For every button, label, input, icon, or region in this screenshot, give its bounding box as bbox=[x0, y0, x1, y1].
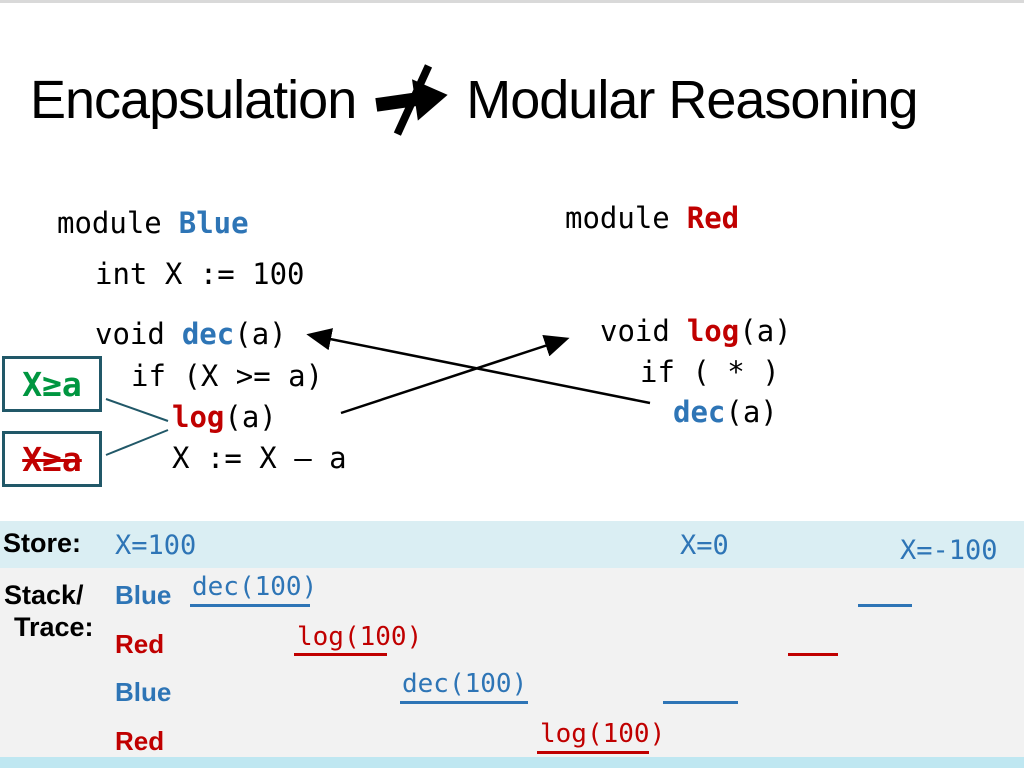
blue-module-header: module Blue bbox=[57, 206, 249, 240]
blue-module-name: Blue bbox=[178, 206, 249, 240]
red-code-if: if ( * ) bbox=[640, 355, 780, 389]
assertion-holds-text: X≥a bbox=[22, 364, 82, 404]
store-value-2: X=0 bbox=[680, 530, 729, 561]
assertion-box-holds: X≥a bbox=[2, 356, 102, 412]
store-value-1: X=100 bbox=[115, 530, 197, 561]
call-graph-arrows bbox=[105, 328, 651, 456]
params: (a) bbox=[234, 317, 287, 351]
stack-row-call: log(100) bbox=[540, 719, 666, 749]
stack-frame-line bbox=[788, 653, 838, 656]
stack-row-call: log(100) bbox=[297, 622, 423, 652]
connector-holds-to-log bbox=[105, 398, 169, 422]
stack-row-module: Blue bbox=[115, 677, 172, 707]
stack-frame-line bbox=[663, 701, 738, 704]
function-dec: dec bbox=[673, 395, 726, 429]
stack-row-module: Red bbox=[115, 629, 165, 659]
stack-row-call: dec(100) bbox=[402, 669, 528, 699]
stack-frame-line bbox=[294, 653, 387, 656]
store-bar: Store: X=100 X=0 X=-100 bbox=[0, 521, 1024, 568]
stack-frame-line bbox=[190, 604, 310, 607]
title-part2: Modular Reasoning bbox=[466, 70, 918, 130]
keyword-void: void bbox=[95, 317, 165, 351]
blue-code-log-call: log(a) bbox=[172, 400, 277, 434]
stack-label-line1: Stack/ bbox=[4, 580, 84, 610]
red-module-header: module Red bbox=[565, 201, 739, 235]
red-module-name: Red bbox=[686, 201, 740, 235]
params: (a) bbox=[224, 400, 277, 434]
page-title: Encapsulation Modular Reasoning bbox=[30, 63, 919, 137]
stack-label-line2: Trace: bbox=[14, 612, 94, 642]
function-dec: dec bbox=[181, 317, 235, 351]
params: (a) bbox=[739, 314, 792, 348]
connector-violated-to-log bbox=[105, 429, 169, 456]
blue-code-int-decl: int X := 100 bbox=[95, 257, 305, 291]
blue-code-assign: X := X – a bbox=[172, 441, 347, 475]
store-value-3: X=-100 bbox=[900, 535, 998, 566]
keyword-void: void bbox=[600, 314, 670, 348]
function-log: log bbox=[686, 314, 740, 348]
stack-row-module: Blue bbox=[115, 580, 172, 610]
store-label: Store: bbox=[3, 528, 82, 558]
function-log: log bbox=[172, 400, 225, 434]
params: (a) bbox=[725, 395, 778, 429]
stack-frame-line bbox=[400, 701, 528, 704]
assertion-box-violated: X≥a bbox=[2, 431, 102, 487]
not-implies-arrow-icon bbox=[375, 64, 448, 136]
keyword-module: module bbox=[565, 201, 670, 235]
stack-frame-line bbox=[858, 604, 912, 607]
red-code-dec-call: dec(a) bbox=[673, 395, 778, 429]
blue-code-if: if (X >= a) bbox=[131, 359, 324, 393]
arrow-log-call-to-red-log bbox=[340, 334, 570, 415]
stack-frame-line bbox=[537, 751, 649, 754]
stack-trace-panel: Stack/ Trace: Blue dec(100) Red log(100)… bbox=[0, 568, 1024, 757]
stack-row-call: dec(100) bbox=[192, 572, 318, 602]
stack-row-module: Red bbox=[115, 726, 165, 756]
keyword-module: module bbox=[57, 206, 162, 240]
bottom-accent-bar bbox=[0, 757, 1024, 768]
title-part1: Encapsulation bbox=[30, 70, 357, 130]
assertion-violated-text: X≥a bbox=[22, 439, 82, 479]
arrow-dec-call-to-blue-dec bbox=[306, 328, 651, 405]
